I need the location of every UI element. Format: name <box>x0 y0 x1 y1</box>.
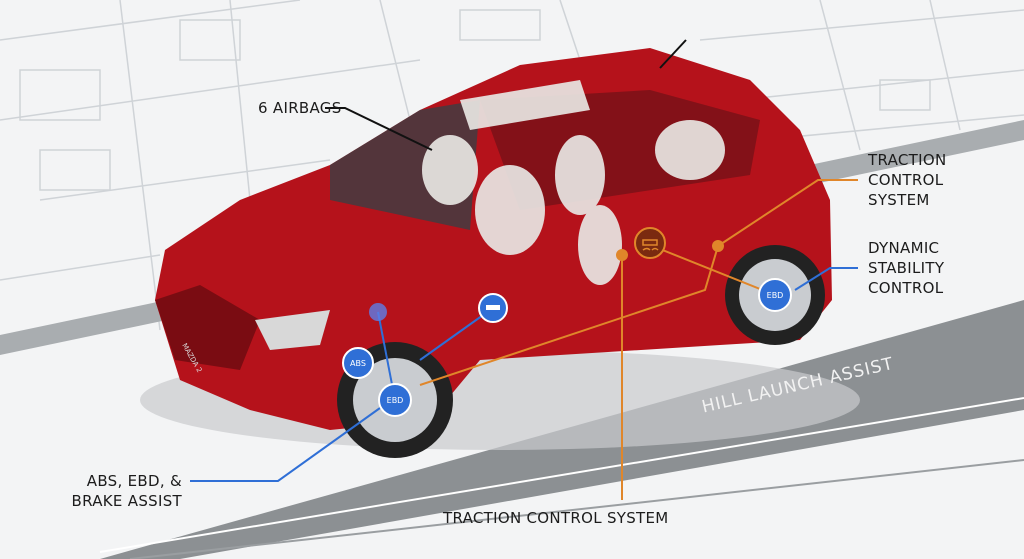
label-line: BRAKE ASSIST <box>71 492 182 510</box>
street-map-background <box>0 0 1024 331</box>
traction-dot <box>712 240 724 252</box>
abs-ebd-label: ABS, EBD, & BRAKE ASSIST <box>70 471 182 511</box>
label-line: SYSTEM <box>868 191 930 209</box>
label-line: CONTROL <box>868 279 944 297</box>
traction-control-label: TRACTION CONTROL SYSTEM <box>868 150 946 210</box>
ramp-line <box>129 459 1024 559</box>
abs-callout-line <box>190 407 381 482</box>
svg-text:EBD: EBD <box>767 291 784 300</box>
traction-control-icon <box>634 227 666 259</box>
airbags-callout-line <box>325 107 433 151</box>
airbags <box>422 80 725 285</box>
label-line: TRACTION <box>868 151 947 169</box>
ebd-rear-badge-icon: EBD <box>758 278 792 312</box>
car <box>155 48 832 458</box>
antenna-line <box>659 39 687 69</box>
svg-text:EBD: EBD <box>387 396 404 405</box>
traction-link-line <box>419 245 719 386</box>
traction-dot <box>616 249 628 261</box>
label-line: ABS, EBD, & <box>86 472 182 490</box>
dynamic-stability-label: DYNAMIC STABILITY CONTROL <box>868 238 944 298</box>
front-sensor-icon <box>369 303 387 321</box>
traction-right-callout-line <box>717 179 858 247</box>
svg-text:ABS: ABS <box>350 359 366 368</box>
ramp-line <box>99 397 1024 553</box>
dsc-callout-line <box>794 267 858 291</box>
front-tcs-icon <box>478 293 508 323</box>
ebd-front-badge-icon: EBD <box>378 383 412 417</box>
abs-badge-icon: ABS <box>342 347 374 379</box>
label-line: STABILITY <box>868 259 945 277</box>
airbags-label: 6 AIRBAGS <box>258 99 342 117</box>
traction-control-bottom-label: TRACTION CONTROL SYSTEM <box>443 509 669 527</box>
label-line: CONTROL <box>868 171 944 189</box>
label-line: DYNAMIC <box>868 239 940 257</box>
traction-icon-line <box>649 244 776 296</box>
